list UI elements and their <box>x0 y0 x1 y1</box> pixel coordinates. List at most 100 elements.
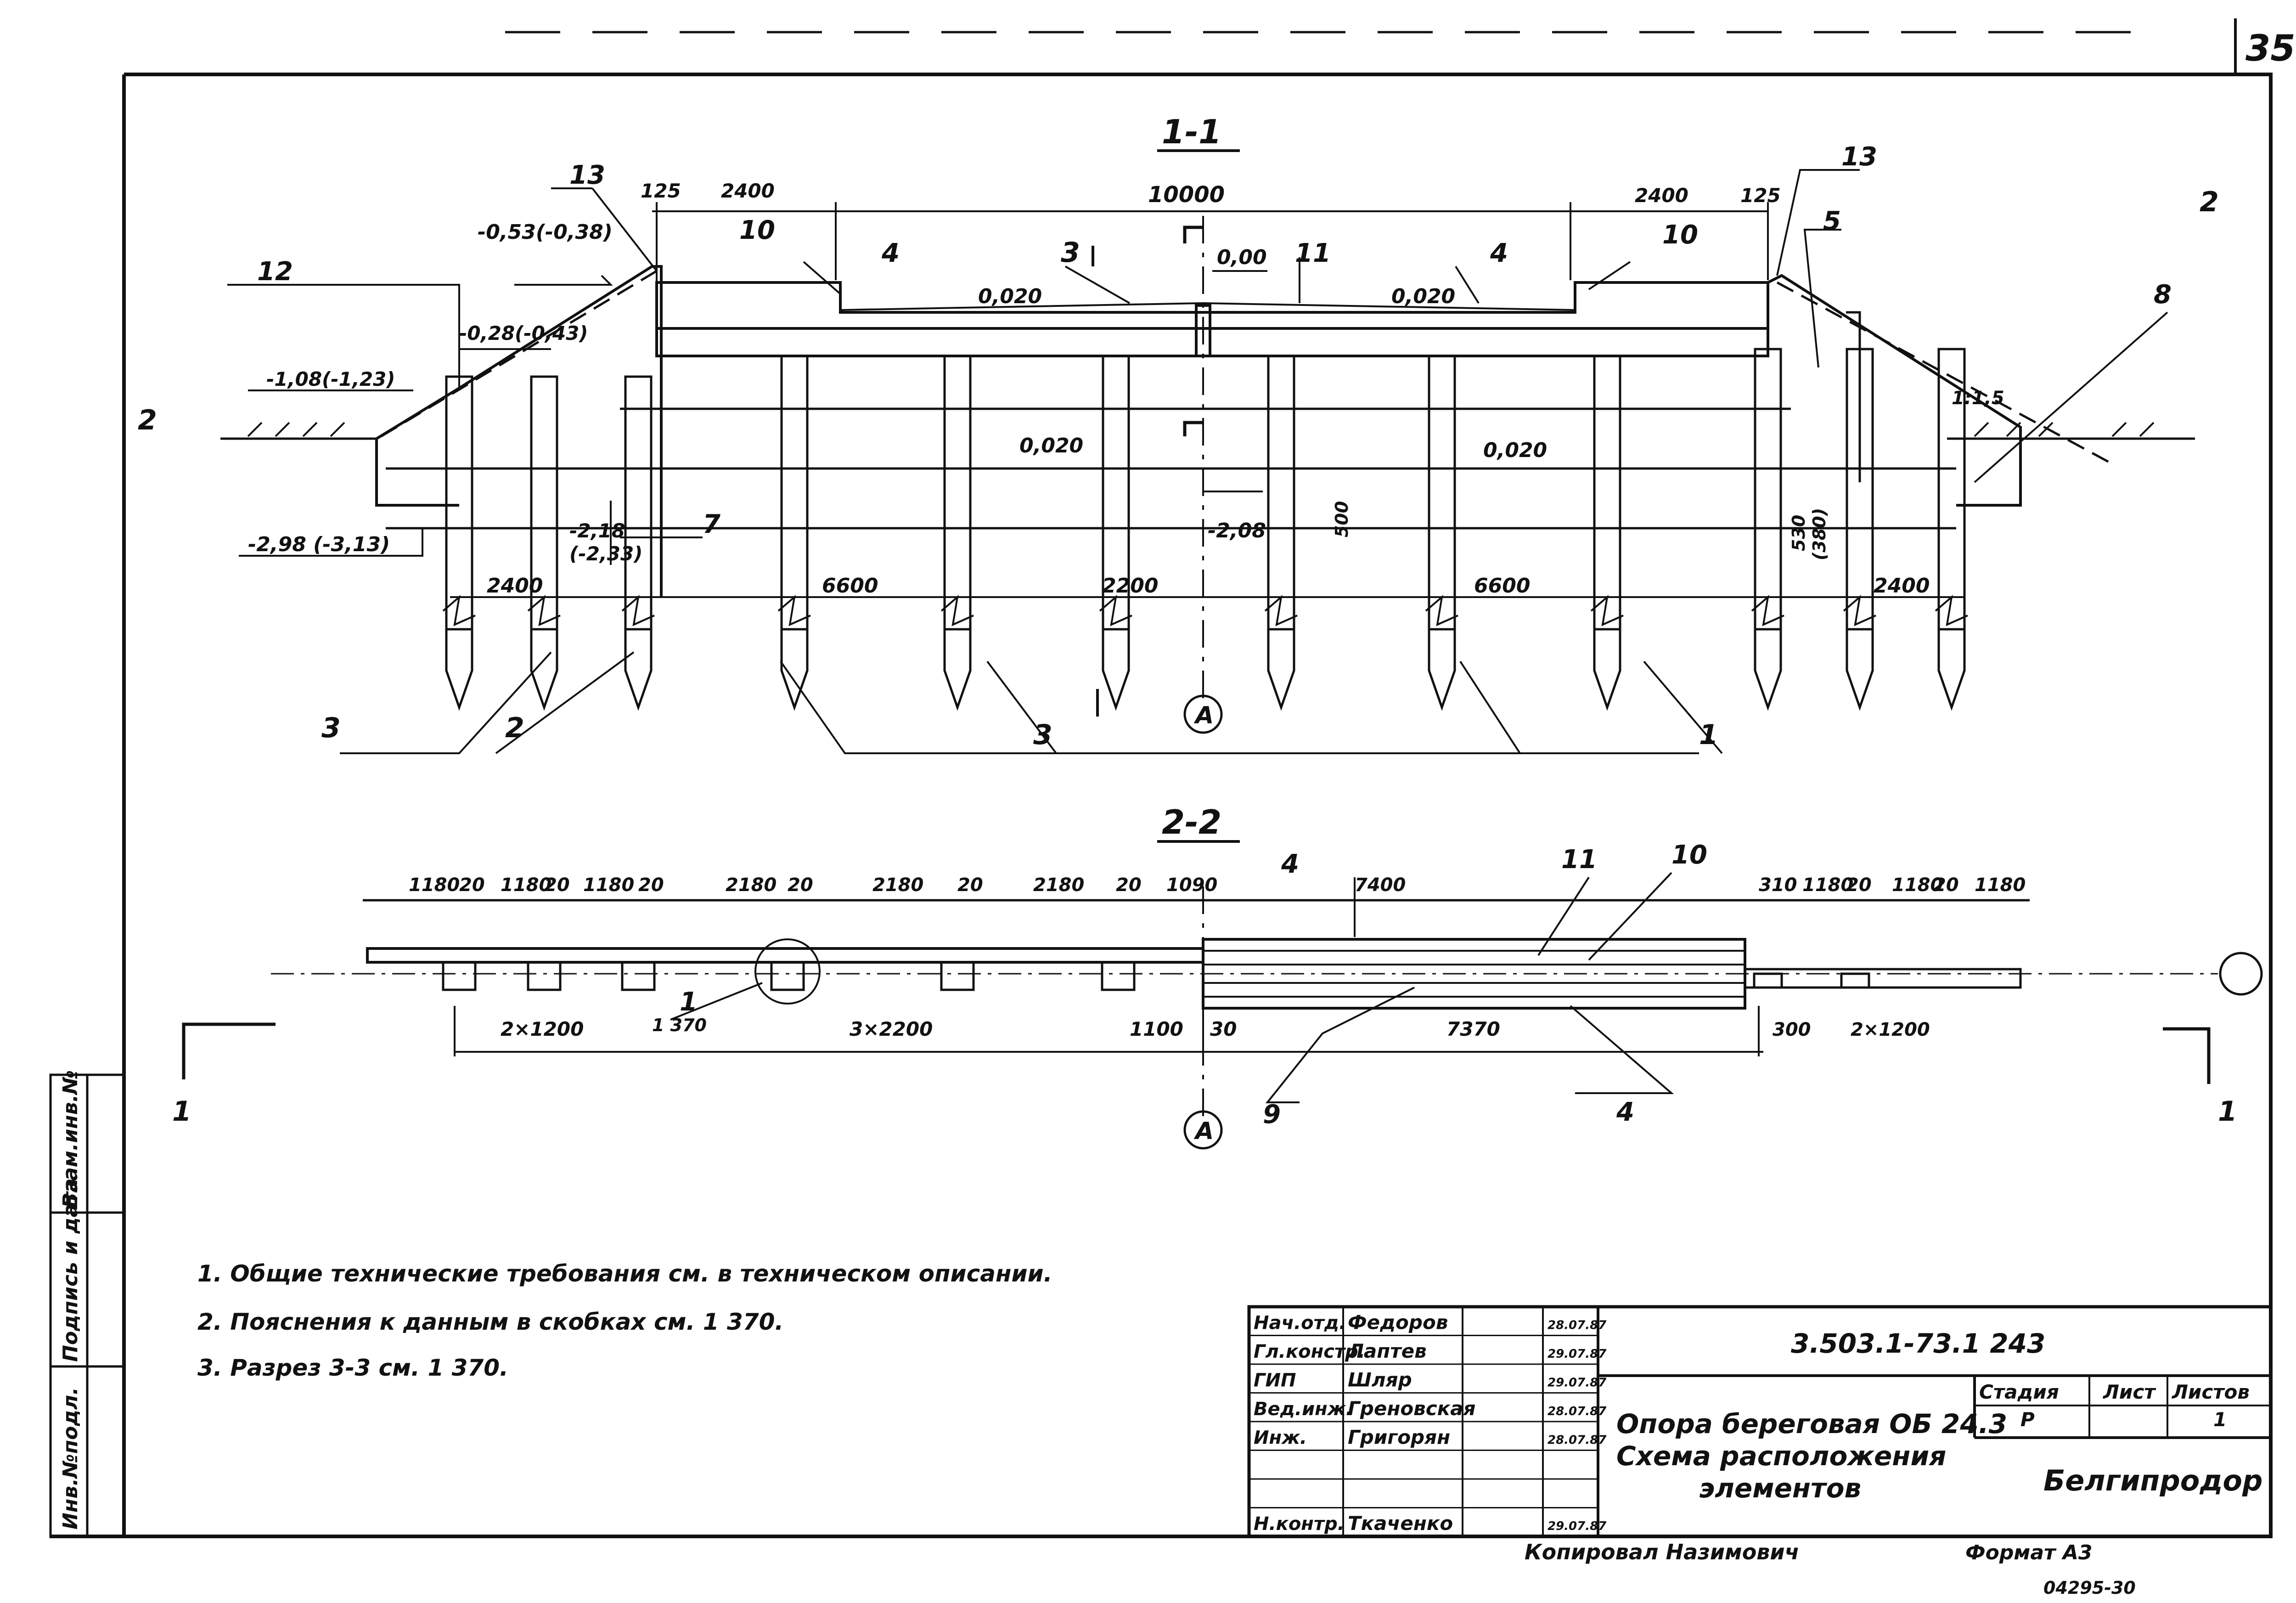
pile-break <box>1843 594 1876 627</box>
stage-header: Стадия <box>1979 1381 2059 1403</box>
note-1: 1. Общие технические требования см. в те… <box>197 1260 1052 1287</box>
bearing-block <box>1101 961 1136 991</box>
tb-name-4: Григорян <box>1348 1426 1450 1449</box>
cut-1-right: 1 <box>2218 1095 2237 1128</box>
s22-label-11: 11 <box>1561 845 1597 875</box>
note-3: 3. Разрез 3-3 см. 1 370. <box>197 1355 508 1381</box>
tb-role-2: ГИП <box>1254 1370 1296 1391</box>
bearing-block <box>527 961 562 991</box>
s22-label-10: 10 <box>1671 840 1707 870</box>
stage-value: Р <box>2020 1408 2035 1431</box>
tb-name-0: Федоров <box>1348 1311 1448 1334</box>
s22-label-9: 9 <box>1263 1100 1281 1129</box>
level-218: -2,18 <box>569 519 625 542</box>
pile <box>1754 348 1782 631</box>
doc-code: 3.503.1-73.1 243 <box>1791 1328 2045 1359</box>
dim-125-right: 125 <box>1740 184 1781 207</box>
slope-3: 0,020 <box>1019 434 1083 457</box>
title-line-2: Схема расположения <box>1616 1440 1946 1472</box>
tb-role-3: Вед.инж. <box>1254 1399 1353 1420</box>
tb-date-2: 29.07.87 <box>1548 1376 1607 1390</box>
tb-date-3: 28.07.87 <box>1548 1405 1607 1418</box>
pile-tip <box>1267 628 1295 711</box>
dim-2400-left: 2400 <box>721 180 775 202</box>
tdim-11: 20 <box>1116 875 1142 896</box>
level-028: -0,28(-0,43) <box>459 322 588 344</box>
stamp-replace: Взам.инв.№ <box>59 1070 82 1208</box>
tdim-8: 2180 <box>872 875 923 896</box>
tdim-14: 310 <box>1759 875 1797 896</box>
label-4-right: 4 <box>1490 238 1508 268</box>
level-208: -2,08 <box>1208 519 1266 542</box>
pile <box>1593 355 1621 631</box>
pile-tip <box>1593 628 1621 711</box>
ground-hatch <box>247 422 2155 437</box>
pile-tip <box>943 628 972 711</box>
tb-name-1: Лаптев <box>1347 1340 1427 1362</box>
deck-slab <box>655 327 1769 357</box>
s22-label-4-top: 4 <box>1281 849 1299 879</box>
axis-a-bottom: А <box>1193 1118 1214 1145</box>
axis-a-top: А <box>1193 702 1214 729</box>
pile-tip <box>1846 628 1874 711</box>
pile-tip <box>530 628 558 711</box>
tb-role-7: Н.контр. <box>1254 1513 1345 1535</box>
stamp-inv: Инв.№подл. <box>59 1387 82 1530</box>
bearing-block <box>940 961 975 991</box>
tdim-6: 2180 <box>726 875 777 896</box>
dim-6600-right: 6600 <box>1474 574 1530 598</box>
slope-4: 0,020 <box>1483 439 1547 462</box>
bearing-block <box>442 961 477 991</box>
label-7: 7 <box>703 509 720 539</box>
dim-380: (380) <box>1809 508 1829 560</box>
bdim-3x2200: 3×2200 <box>850 1018 933 1040</box>
slope-1: 0,020 <box>978 285 1042 308</box>
tdim-1: 20 <box>459 875 485 896</box>
tdim-17: 1180 <box>1892 875 1943 896</box>
tdim-3: 20 <box>544 875 570 896</box>
level-233: (-2,33) <box>569 542 642 565</box>
tdim-4: 1180 <box>583 875 634 896</box>
slope-2: 0,020 <box>1391 285 1455 308</box>
piles <box>442 348 1968 711</box>
pile <box>780 355 809 631</box>
pile-tip <box>1754 628 1782 711</box>
tdim-7: 20 <box>788 875 813 896</box>
inv-number: 04295-30 <box>2043 1578 2136 1598</box>
sheets-header: Листов <box>2171 1381 2250 1403</box>
note-2: 2. Пояснения к данным в скобках см. 1 37… <box>197 1309 783 1335</box>
dim-6600-left: 6600 <box>822 574 878 598</box>
tb-name-7: Ткаченко <box>1348 1512 1453 1535</box>
tb-role-4: Инж. <box>1254 1428 1307 1449</box>
pile <box>624 375 653 631</box>
title-line-3: элементов <box>1699 1473 1861 1504</box>
level-053: -0,53(-0,38) <box>478 220 613 244</box>
dim-2400-right: 2400 <box>1635 184 1688 207</box>
title-line-1: Опора береговая ОБ 24.3 <box>1616 1408 2007 1439</box>
bearing-block <box>770 961 805 991</box>
side-stamp: Инв.№подл. Подпись и дата Взам.инв.№ <box>49 1070 125 1538</box>
pile-break <box>1425 594 1458 627</box>
tdim-12: 1090 <box>1166 875 1217 896</box>
label-8: 8 <box>2154 280 2172 310</box>
pile-break <box>621 594 655 627</box>
bdim-30: 30 <box>1210 1018 1237 1040</box>
pile-tip <box>445 628 473 711</box>
pile-break <box>1590 594 1624 627</box>
tb-name-3: Греновская <box>1348 1397 1475 1420</box>
pile-break <box>940 594 974 627</box>
cut-3-top: 3 <box>1061 237 1080 269</box>
pile-tip <box>624 628 653 711</box>
section-1-1-title: 1-1 <box>1162 113 1221 151</box>
pile-tip <box>1102 628 1130 711</box>
bdim-2x1200-left: 2×1200 <box>501 1018 584 1040</box>
pile-break <box>527 594 561 627</box>
tdim-9: 20 <box>957 875 983 896</box>
pile <box>445 375 473 631</box>
tdim-16: 20 <box>1846 875 1872 896</box>
bdim-7370: 7370 <box>1446 1018 1500 1040</box>
